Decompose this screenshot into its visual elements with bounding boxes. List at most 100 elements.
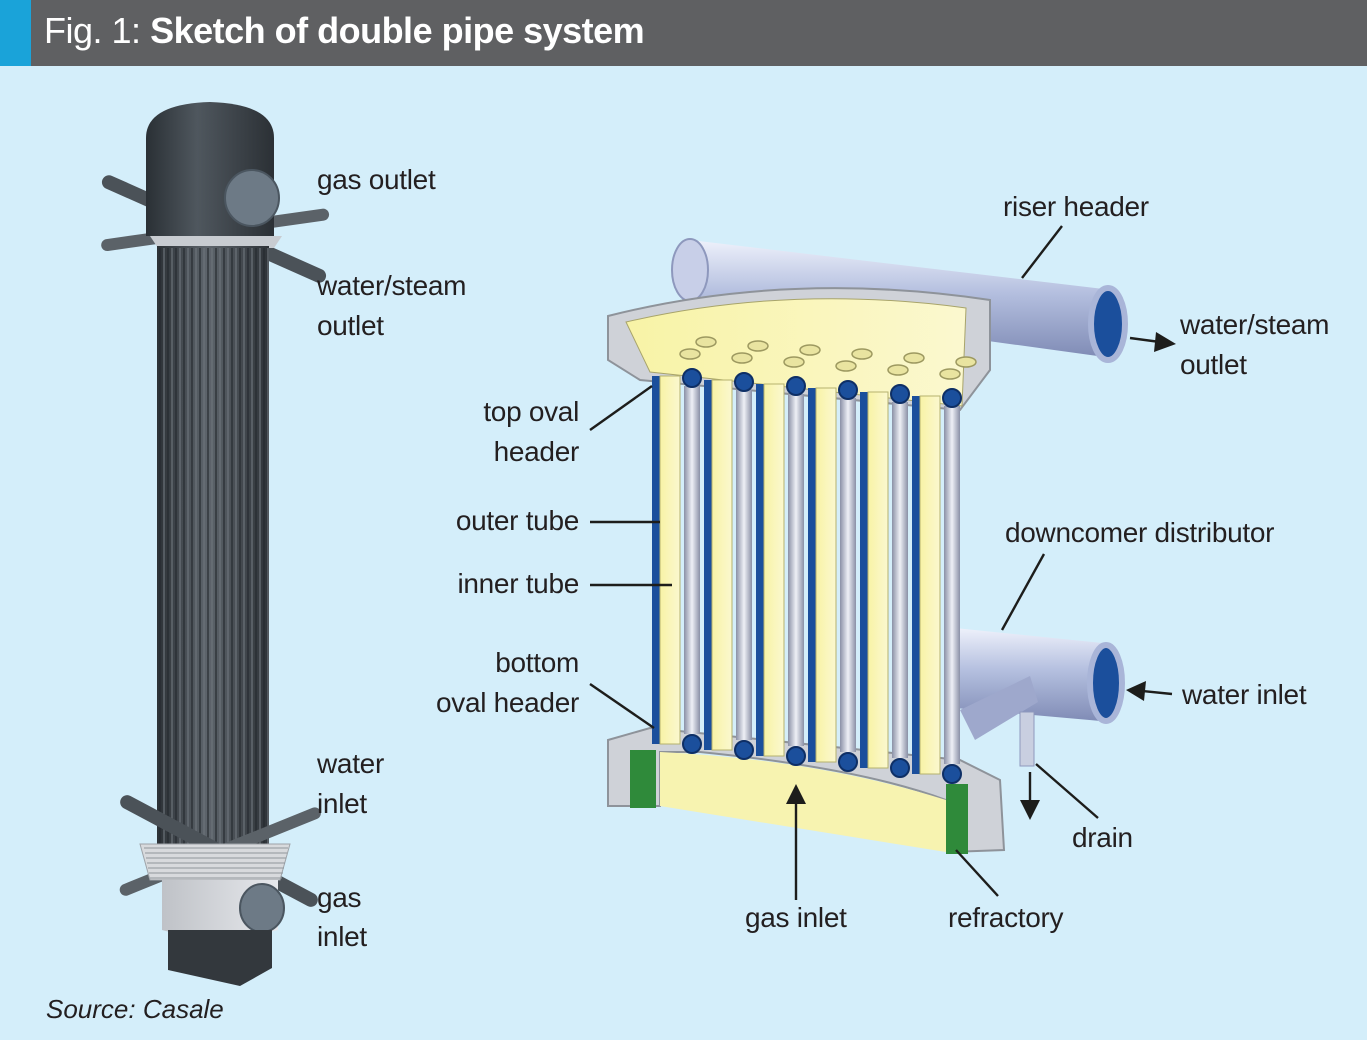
header-hole [955, 356, 977, 368]
bottom-grid-lines [144, 847, 288, 879]
tube-ring-top [890, 384, 910, 404]
arrow-steam-outlet-shaft [1129, 336, 1161, 344]
label-gas-outlet: gas outlet [317, 164, 436, 195]
arrow-water-inlet-shaft [1141, 689, 1173, 696]
cutaway-section [607, 238, 1128, 854]
label-gas-inlet-line2: inlet [317, 921, 367, 952]
leader-refractory [955, 849, 999, 897]
inner-tube-cut [867, 391, 889, 769]
source-credit: Source: Casale [46, 994, 224, 1024]
riser-pipe-open-end [1088, 285, 1128, 363]
tube-ring-bottom [838, 752, 858, 772]
leader-downcomer [1000, 553, 1046, 631]
label-drain: drain [1072, 822, 1133, 853]
header-hole [731, 352, 753, 364]
refractory-right [946, 784, 968, 854]
tube-ring-top [942, 388, 962, 408]
tube-ring-bottom [942, 764, 962, 784]
figure-title-text: Sketch of double pipe system [150, 10, 645, 51]
outer-tube-wall [704, 380, 712, 750]
tube-ring-top [838, 380, 858, 400]
outer-tube-wall [860, 392, 868, 768]
label-water-inlet-line2: inlet [317, 788, 367, 819]
header-hole [783, 356, 805, 368]
label-top-oval-header-line2: header [493, 436, 580, 467]
downcomer-branch [960, 676, 1038, 740]
tube-ring-top [682, 368, 702, 388]
label-riser-header: riser header [1003, 191, 1149, 222]
double-pipe-tubes [652, 336, 977, 784]
label-water-steam-outlet-line1: water/steam [317, 270, 467, 301]
tube-ring-top [786, 376, 806, 396]
inner-tube-body [840, 398, 856, 752]
diagram-canvas [101, 102, 1176, 986]
label-water-inlet-right: water inlet [1182, 679, 1307, 710]
tube-bundle-lines [159, 248, 269, 844]
label-gas-inlet-line1: gas [317, 882, 362, 913]
downcomer-open-end [1087, 642, 1125, 724]
inner-tube-cut [659, 375, 681, 745]
outer-tube-wall [912, 396, 920, 774]
header-hole [851, 348, 873, 360]
arrow-gas-inlet-head [786, 784, 806, 804]
label-water-inlet-line1: water [317, 748, 384, 779]
header-hole [747, 340, 769, 352]
header-hole [799, 344, 821, 356]
figure-title: Fig. 1: Sketch of double pipe system [44, 10, 645, 52]
leader-riser-header [1021, 225, 1063, 279]
bottom-header-grid [139, 843, 291, 881]
header-hole [887, 364, 909, 376]
inner-tube-body [684, 386, 700, 734]
riser-pipe-back-end [671, 238, 709, 302]
outer-tube-wall [756, 384, 764, 756]
top-flange [150, 236, 282, 248]
outer-tube-wall [808, 388, 816, 762]
header-hole [903, 352, 925, 364]
inner-tube-body [788, 394, 804, 746]
tube-ring-top [734, 372, 754, 392]
label-bottom-oval-header-line1: bottom [495, 647, 579, 678]
title-bar: Fig. 1: Sketch of double pipe system [0, 0, 1367, 66]
outer-tube-wall [652, 376, 660, 744]
arrow-steam-outlet-head [1154, 332, 1176, 352]
inner-tube-body [736, 390, 752, 740]
leader-bottom-oval-header [589, 683, 655, 729]
drain-stub [1019, 711, 1035, 767]
tube-ring-bottom [786, 746, 806, 766]
arrow-water-inlet-head [1126, 681, 1146, 701]
label-water-steam-outlet-line2: outlet [317, 310, 384, 341]
inner-tube-cut [815, 387, 837, 763]
label-gas-inlet-right: gas inlet [745, 902, 847, 933]
label-refractory: refractory [948, 902, 1064, 933]
gas-outlet-nozzle [224, 169, 280, 227]
inner-tube-body [892, 402, 908, 758]
tube-ring-bottom [682, 734, 702, 754]
figure-number: Fig. 1: [44, 10, 141, 51]
header-hole [679, 348, 701, 360]
inner-tube-cut [711, 379, 733, 751]
arrow-drain-head [1020, 800, 1040, 820]
tube-ring-bottom [890, 758, 910, 778]
header-hole [835, 360, 857, 372]
top-header-interior [625, 298, 967, 407]
refractory-left [630, 750, 656, 808]
header-hole [695, 336, 717, 348]
label-water-steam-outlet-right-line2: outlet [1180, 349, 1247, 380]
vessel-overview [101, 102, 330, 986]
label-bottom-oval-header-line2: oval header [435, 687, 579, 718]
arrow-heads [786, 332, 1176, 820]
vessel-base [168, 930, 272, 986]
label-outer-tube: outer tube [455, 505, 579, 536]
gas-inlet-nozzle [239, 883, 285, 933]
title-accent-strip [0, 0, 31, 66]
tube-ring-bottom [734, 740, 754, 760]
label-top-oval-header-line1: top oval [483, 396, 579, 427]
leader-drain [1035, 763, 1099, 819]
inner-tube-cut [763, 383, 785, 757]
inner-tube-cut [919, 395, 941, 775]
inner-tube-body [944, 406, 960, 764]
label-inner-tube: inner tube [457, 568, 579, 599]
label-downcomer-distributor: downcomer distributor [1005, 517, 1275, 548]
label-water-steam-outlet-right-line1: water/steam [1180, 309, 1330, 340]
